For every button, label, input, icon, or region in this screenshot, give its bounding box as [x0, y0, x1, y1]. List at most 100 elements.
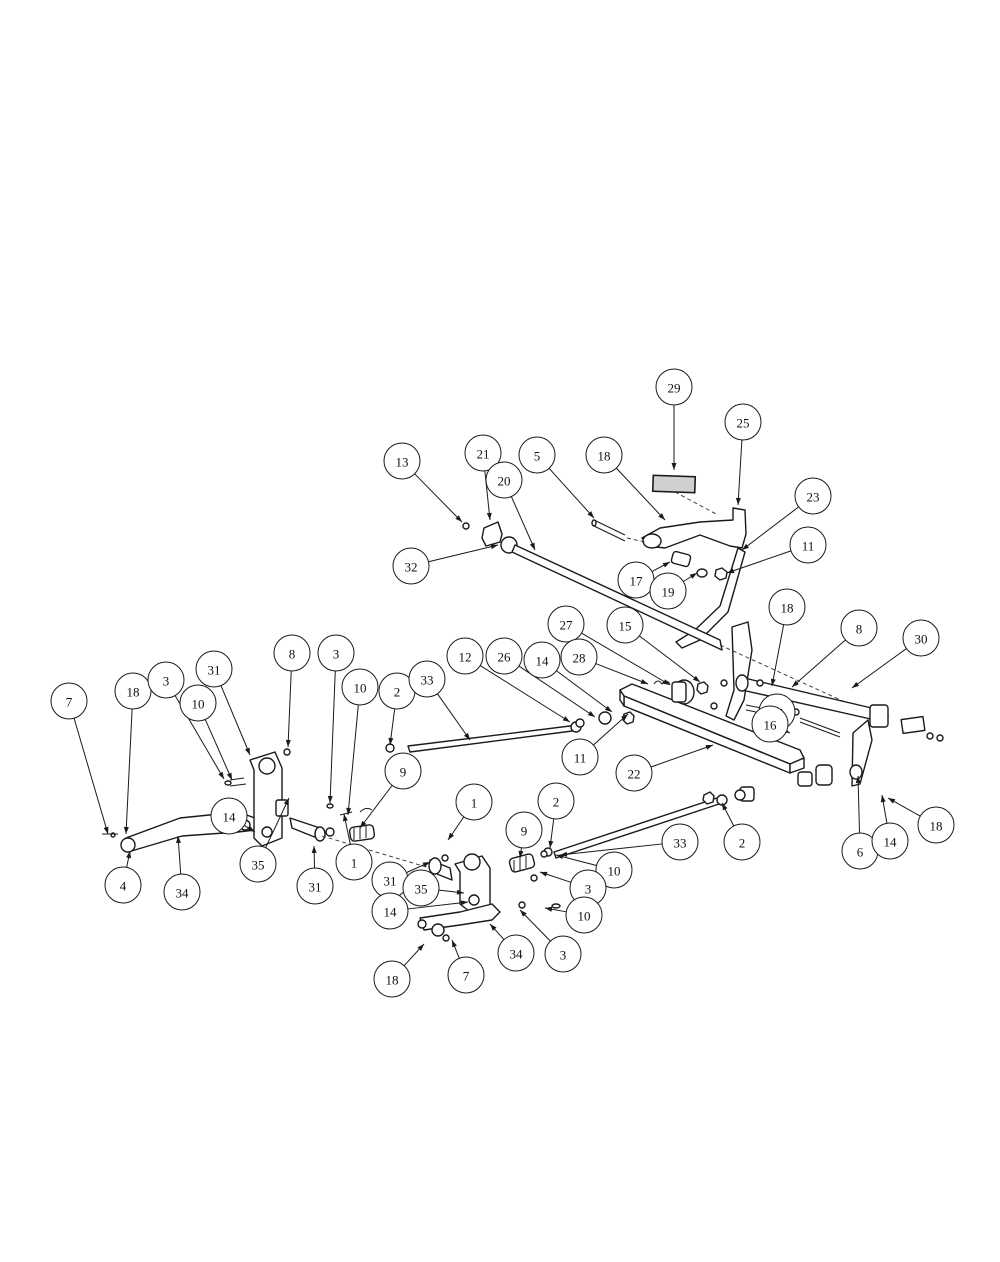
- callout-circle: [455, 783, 493, 821]
- callout-number: 18: [386, 973, 399, 988]
- callout-bubble: 30: [902, 619, 940, 657]
- callout-leader-line: [741, 506, 799, 551]
- callout-bubble: 27: [547, 605, 585, 643]
- callout-circle: [50, 682, 88, 720]
- callout-arrowhead: [705, 744, 713, 750]
- callout-number: 31: [309, 880, 322, 895]
- callout-arrowhead: [123, 826, 129, 834]
- callout-circle: [547, 605, 585, 643]
- callout-bubble: 1: [455, 783, 493, 821]
- callout-leader-line: [650, 744, 714, 768]
- callout-bubble: 34: [163, 873, 201, 911]
- callout-bubble: 25: [724, 403, 762, 441]
- callout-leader-line: [737, 439, 743, 506]
- callout-circle: [147, 661, 185, 699]
- callout-leader-line: [73, 718, 109, 835]
- callout-leader-line: [347, 704, 359, 816]
- callout-circle: [114, 672, 152, 710]
- callout-bubble: 2: [537, 782, 575, 820]
- callout-bubble: 2: [723, 823, 761, 861]
- callout-bubble: 3: [544, 935, 582, 973]
- long-shaft: [511, 544, 723, 651]
- callout-arrowhead: [218, 771, 224, 779]
- callout-bubble: 19: [649, 572, 687, 610]
- callout-leader-line: [329, 670, 336, 804]
- pedal-pad: [651, 474, 697, 494]
- callout-circle: [179, 684, 217, 722]
- callout-number: 12: [459, 650, 472, 665]
- callout-leader-line: [581, 632, 671, 686]
- callout-number: 6: [857, 845, 864, 860]
- callout-arrowhead: [244, 747, 250, 755]
- callout-number: 23: [807, 490, 820, 505]
- callout-arrowhead: [692, 675, 700, 682]
- callout-bubble: 28: [560, 638, 598, 676]
- callout-leader-line: [851, 648, 907, 689]
- callout-circle: [373, 960, 411, 998]
- callout-arrowhead: [285, 739, 291, 747]
- callout-bubble: 11: [789, 526, 827, 564]
- callout-number: 7: [66, 695, 73, 710]
- callout-circle: [523, 641, 561, 679]
- callout-number: 8: [856, 622, 863, 637]
- callout-number: 26: [498, 650, 512, 665]
- callout-bubble: 7: [50, 682, 88, 720]
- callout-bubble: 7: [447, 956, 485, 994]
- callout-leader-line: [204, 719, 233, 781]
- callout-number: 10: [578, 909, 591, 924]
- callout-circle: [104, 866, 142, 904]
- callout-circle: [723, 823, 761, 861]
- callout-bubble: 32: [392, 547, 430, 585]
- callout-bubble: 4: [104, 866, 142, 904]
- callout-circle: [497, 934, 535, 972]
- callout-leader-line: [857, 775, 861, 834]
- callout-bubble: 10: [565, 896, 603, 934]
- callout-leader-line: [510, 496, 536, 551]
- callout-number: 14: [536, 654, 550, 669]
- callout-number: 34: [176, 886, 190, 901]
- callout-arrowhead: [770, 678, 776, 686]
- callout-arrowhead: [283, 798, 289, 806]
- callout-arrowhead: [604, 705, 612, 712]
- callout-arrowhead: [463, 732, 470, 740]
- callout-circle: [544, 935, 582, 973]
- left-bracket: [481, 521, 503, 547]
- callout-bubble: 21: [464, 434, 502, 472]
- callout-circle: [163, 873, 201, 911]
- callout-circle: [296, 867, 334, 905]
- callout-circle: [871, 822, 909, 860]
- callout-arrowhead: [176, 836, 181, 844]
- callout-bubble: 33: [661, 823, 699, 861]
- pedal-bracket: [641, 507, 747, 549]
- callout-leader-line: [479, 665, 571, 723]
- callout-arrowhead: [545, 906, 553, 912]
- callout-arrowhead: [126, 851, 132, 859]
- callout-bubble: 12: [446, 637, 484, 675]
- callout-arrowhead: [247, 826, 255, 832]
- callout-bubble: 13: [383, 442, 421, 480]
- callout-arrowhead: [490, 924, 497, 931]
- callout-number: 21: [477, 447, 490, 462]
- callout-circle: [561, 738, 599, 776]
- callout-arrowhead: [888, 798, 896, 804]
- callout-leader-line: [593, 713, 629, 746]
- callout-arrowhead: [562, 716, 570, 722]
- callout-number: 2: [553, 795, 560, 810]
- callout-number: 29: [668, 381, 681, 396]
- callout-circle: [560, 638, 598, 676]
- callout-number: 33: [674, 836, 687, 851]
- callout-number: 22: [628, 767, 641, 782]
- callout-arrowhead: [662, 679, 670, 685]
- callout-arrowhead: [456, 889, 464, 895]
- callout-leader-line: [791, 639, 846, 688]
- callout-arrowhead: [852, 681, 860, 688]
- callout-leader-line: [595, 663, 649, 685]
- callout-bubble: 18: [917, 806, 955, 844]
- callout-circle: [840, 609, 878, 647]
- callout-arrowhead: [727, 568, 735, 574]
- callout-circle: [565, 896, 603, 934]
- callout-number: 9: [400, 765, 407, 780]
- callout-number: 9: [521, 824, 528, 839]
